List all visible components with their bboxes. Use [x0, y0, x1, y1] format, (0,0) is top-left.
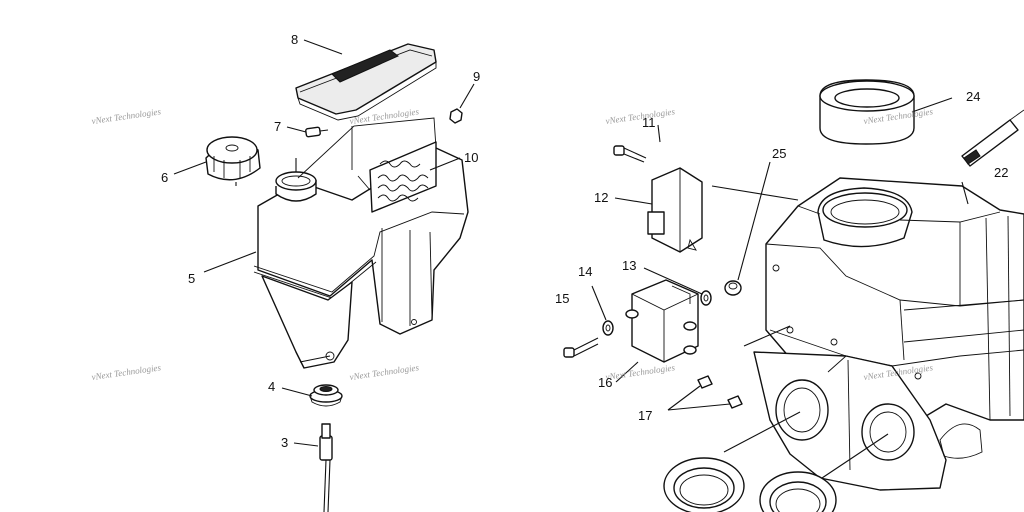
part-11-bolt	[613, 145, 647, 163]
leader-lines	[173, 39, 969, 479]
callout-4: 4	[268, 379, 275, 394]
part-3-fitting	[319, 423, 333, 512]
callout-7: 7	[274, 119, 281, 134]
part-10-filter	[369, 141, 437, 213]
callout-5: 5	[188, 271, 195, 286]
callout-17: 17	[638, 408, 652, 423]
callout-8: 8	[291, 32, 298, 47]
part-17-nipples	[697, 375, 743, 409]
watermark: vNext Technologies	[605, 106, 676, 126]
part-6-cap	[205, 136, 261, 181]
part-14-washer	[602, 320, 614, 336]
callout-6: 6	[161, 170, 168, 185]
callout-24: 24	[966, 89, 980, 104]
watermark: vNext Technologies	[91, 106, 162, 126]
watermark: vNext Technologies	[349, 362, 420, 382]
part-13-washer	[700, 290, 712, 306]
callout-11: 11	[642, 115, 656, 130]
watermark: vNext Technologies	[91, 362, 162, 382]
callout-labels: 8 9 7 10 6 5 4 3 11 12 13 14 15 16 17 22…	[161, 32, 1008, 450]
part-9-nut	[449, 108, 463, 124]
callout-10: 10	[464, 150, 478, 165]
callout-15: 15	[555, 291, 569, 306]
callout-9: 9	[473, 69, 480, 84]
part-15-bolt	[563, 337, 599, 358]
callout-14: 14	[578, 264, 592, 279]
callout-12: 12	[594, 190, 608, 205]
part-25-fitting	[724, 280, 742, 296]
part-7-screw	[305, 126, 329, 138]
part-8-cover	[295, 43, 437, 121]
part-16-coil	[625, 279, 699, 363]
part-clip	[961, 109, 1024, 167]
callout-3: 3	[281, 435, 288, 450]
part-22-airbox	[753, 177, 1024, 491]
callout-25: 25	[772, 146, 786, 161]
callout-22: 22	[994, 165, 1008, 180]
part-boot-rings	[663, 457, 837, 512]
callout-13: 13	[622, 258, 636, 273]
part-24-ring	[819, 79, 915, 145]
part-12-module	[647, 167, 703, 253]
callout-16: 16	[598, 375, 612, 390]
part-4-grommet	[309, 384, 343, 407]
watermark: vNext Technologies	[605, 362, 676, 382]
